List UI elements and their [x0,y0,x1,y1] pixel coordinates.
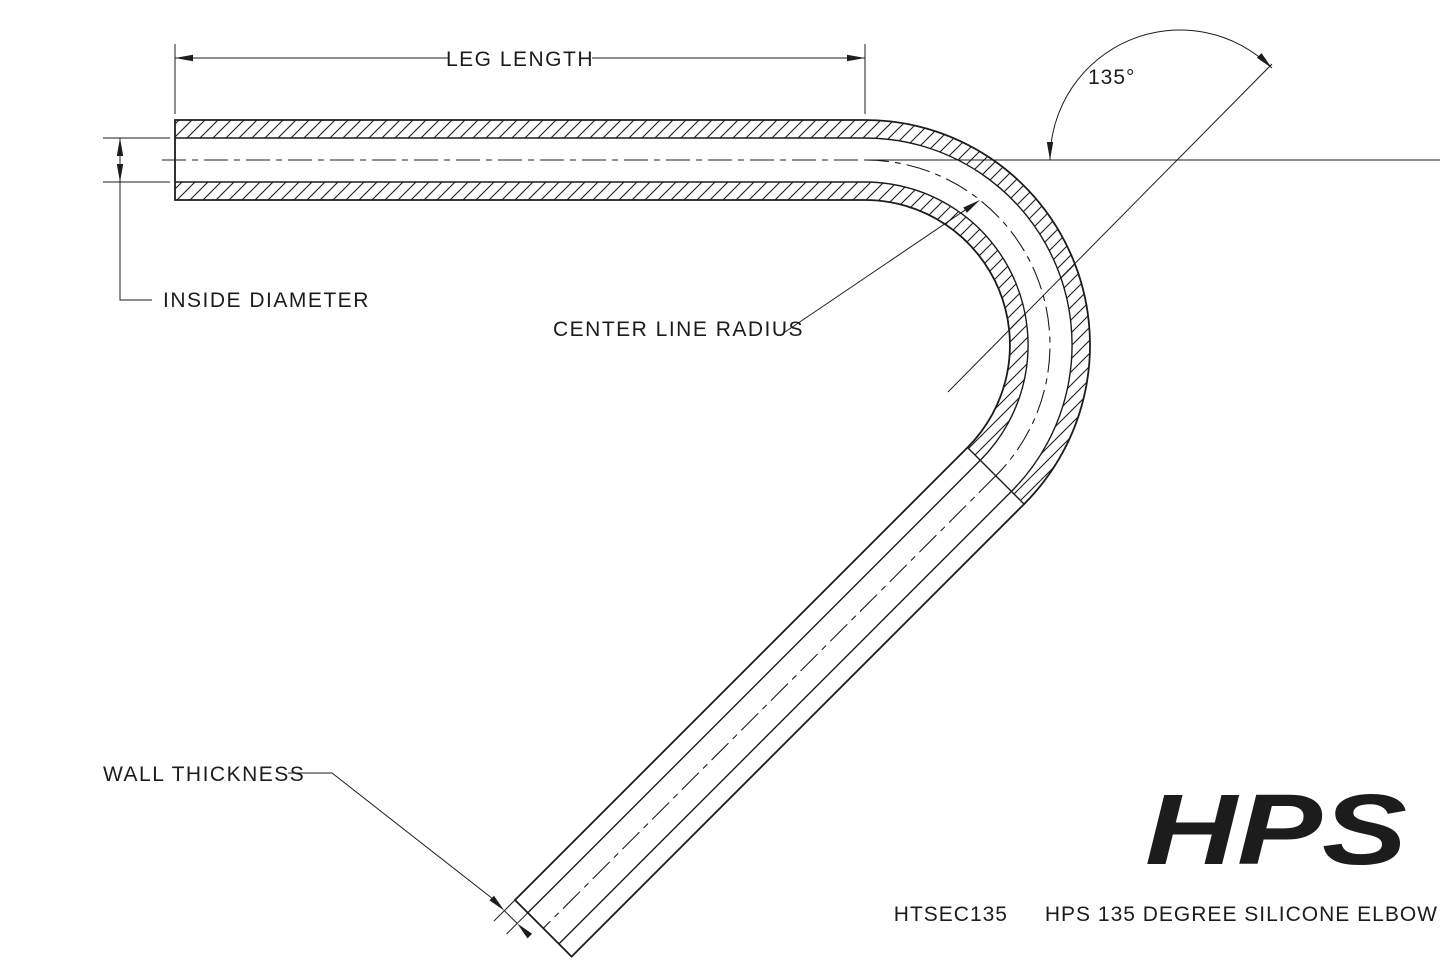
wall-thickness-extension-lines [493,899,529,935]
wall-thickness-label: WALL THICKNESS [103,763,305,786]
inside-diameter-extension-lines [103,137,170,183]
wall-thickness-leader [288,772,493,899]
center-line-radius-label: CENTER LINE RADIUS [553,318,804,341]
hatch-outer-wall [175,120,1091,505]
leg-length-label: LEG LENGTH [446,48,594,71]
dimension-inside-diameter: INSIDE DIAMETER [103,137,370,312]
leg-length-arrow-left [175,54,193,62]
annotation-center-line-radius: CENTER LINE RADIUS [553,200,980,341]
inside-diameter-arrow-up [116,138,124,156]
wall-thickness-arrow-a [489,895,505,911]
inside-diameter-leader [119,182,152,301]
inside-diameter-arrow-down [116,164,124,182]
angle-label: 135° [1088,66,1135,89]
centerline-diagonal [542,475,997,929]
center-line-radius-arrow [963,200,980,213]
angle-arc [1049,29,1273,161]
wall-thickness-arrow-b [517,923,533,939]
tube-outer-outline [174,119,1091,958]
hps-logo-text: HPS [1145,774,1407,886]
hps-logo: HPS [1145,774,1407,886]
dimension-wall-thickness: WALL THICKNESS [103,763,533,939]
wall-thickness-gap-line [504,910,518,924]
tube-inner-line-bottom [175,181,1029,914]
angle-arc-arrow-upper [1256,53,1272,69]
product-title: HPS 135 DEGREE SILICONE ELBOW [1045,903,1438,926]
angle-arc-arrow-lower [1046,142,1054,160]
tube-inner-line-top [175,137,1073,945]
tube-body [162,119,1091,958]
leg-length-extension-lines [174,44,866,114]
leg-length-arrow-right [847,54,865,62]
angle-reference-diagonal [947,63,1273,393]
center-line-radius-leader [784,209,966,333]
part-number: HTSEC135 [894,903,1008,926]
hatch-inner-wall [175,181,1029,461]
footer: HTSEC135 HPS 135 DEGREE SILICONE ELBOW [894,903,1438,926]
dimension-leg-length: LEG LENGTH [174,44,866,114]
annotation-angle: 135° [868,29,1440,393]
centerline-bend-arc [864,159,1051,477]
inside-diameter-label: INSIDE DIAMETER [163,289,370,312]
